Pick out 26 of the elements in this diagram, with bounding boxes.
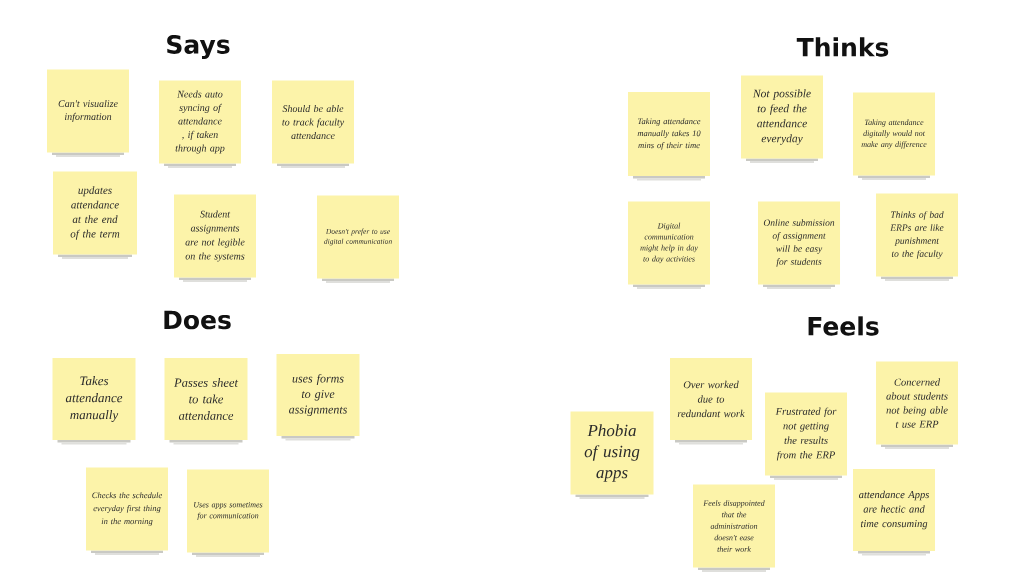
sticky-note: Needs auto syncing of attendance , if taken through app — [159, 80, 241, 168]
sticky-note: Frustrated for not getting the results from the ERP — [765, 392, 847, 480]
heading: Thinks — [796, 37, 889, 57]
sticky-note: Student assignments are not legible on the systems — [174, 194, 256, 282]
heading: Does — [164, 310, 231, 330]
sticky-note: Taking attendance manually takes 10 mins of their time — [628, 92, 710, 181]
sticky-note: Should be able to track faculty attendance — [272, 80, 354, 168]
heading: Says — [167, 35, 230, 59]
sticky-note: Over worked due to redundant work — [670, 358, 752, 445]
sticky-note: Concerned about students not being able t use ERP — [876, 361, 958, 449]
sticky-note: Feels disappointed that the administration doesn't ease their work — [693, 484, 775, 572]
sticky-note: Passes sheet to take attendance — [164, 358, 248, 445]
sticky-note: Phobia of using apps — [570, 411, 654, 499]
sticky-note: Thinks of bad ERPs are like punishment to the faculty — [876, 193, 958, 281]
sticky-note: Uses apps sometimes for communication — [187, 469, 269, 557]
sticky-note: Taking attendance digitally would not make any difference — [853, 92, 935, 180]
sticky-note: Not possible to feed the attendance everyday — [741, 75, 823, 163]
sticky-note: updates attendance at the end of the term — [53, 171, 137, 259]
sticky-note: Can't visualize information — [47, 69, 129, 157]
sticky-note: Online submission of assignment will be easy for students — [758, 201, 840, 289]
sticky-note: Takes attendance manually — [52, 358, 136, 445]
sticky-note: Digital communication might help in day to day activities — [628, 201, 710, 289]
sticky-note: attendance Apps are hectic and time consuming — [853, 469, 935, 556]
heading: Feels — [808, 316, 879, 336]
sticky-note: Checks the schedule everyday first thing in the morning — [86, 467, 168, 555]
sticky-note: uses forms to give assignments — [276, 354, 360, 441]
